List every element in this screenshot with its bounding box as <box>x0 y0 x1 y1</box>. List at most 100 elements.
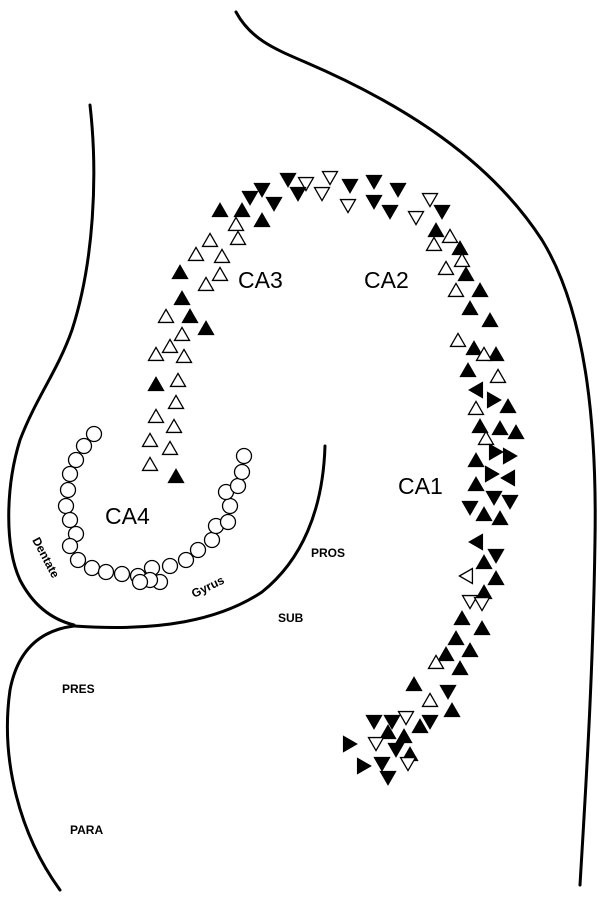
open-triangle-marker <box>161 440 179 456</box>
open-triangle-marker <box>339 198 357 214</box>
filled-triangle-marker <box>467 452 485 468</box>
filled-triangle-marker <box>365 194 383 210</box>
open-triangle-marker <box>475 346 493 362</box>
open-circle-marker <box>113 565 131 583</box>
filled-triangle-marker <box>379 724 397 740</box>
open-triangle-marker <box>147 408 165 424</box>
dentate-label: Dentate <box>29 535 62 581</box>
open-circle-marker <box>57 497 75 515</box>
filled-triangle-marker <box>289 186 307 202</box>
ca1-label: CA1 <box>398 473 443 499</box>
filled-triangle-marker <box>389 182 407 198</box>
filled-triangle-marker <box>379 770 397 786</box>
filled-triangle-marker <box>427 222 445 238</box>
open-triangle-marker <box>458 567 474 585</box>
open-triangle-marker <box>407 210 425 226</box>
filled-triangle-marker <box>471 418 489 434</box>
lower-left-boundary-curve <box>6 624 76 892</box>
filled-triangle-marker <box>233 202 251 218</box>
open-triangle-marker <box>399 756 417 772</box>
filled-triangle-marker <box>211 202 229 218</box>
filled-triangle-marker <box>421 714 439 730</box>
filled-triangle-marker <box>451 240 469 256</box>
filled-triangle-marker <box>475 506 493 522</box>
filled-triangle-marker <box>443 702 461 718</box>
filled-triangle-marker <box>501 494 519 510</box>
filled-triangle-marker <box>437 646 455 662</box>
open-triangle-marker <box>187 246 205 262</box>
open-circle-marker <box>235 447 253 465</box>
cell-markers-circles <box>57 425 253 591</box>
ca4-label: CA4 <box>105 503 150 529</box>
filled-triangle-marker <box>395 728 413 744</box>
open-circle-marker <box>61 537 79 555</box>
filled-triangle-marker <box>471 282 489 298</box>
filled-triangle-marker <box>173 290 191 306</box>
filled-triangle-marker <box>499 398 517 414</box>
open-triangle-marker <box>167 394 185 410</box>
open-triangle-marker <box>427 654 445 670</box>
filled-triangle-marker <box>373 756 391 772</box>
open-triangle-marker <box>227 216 245 232</box>
filled-triangle-marker <box>147 376 165 392</box>
open-triangle-marker <box>437 260 455 276</box>
filled-triangle-marker <box>341 178 359 194</box>
open-triangle-marker <box>447 282 465 298</box>
filled-triangle-marker <box>365 714 383 730</box>
outer-boundary-curve <box>234 10 597 887</box>
filled-triangle-marker <box>459 362 477 378</box>
dentate-gyrus-boundary-curve <box>72 444 327 629</box>
open-triangle-marker <box>449 332 467 348</box>
open-triangle-marker <box>461 594 479 610</box>
ca2-label: CA2 <box>364 267 409 293</box>
filled-triangle-marker <box>487 548 505 564</box>
gyrus-label: Gyrus <box>189 573 227 601</box>
filled-triangle-marker <box>467 476 485 492</box>
filled-triangle-marker <box>433 204 451 220</box>
filled-triangle-marker <box>171 264 189 280</box>
open-circle-marker <box>161 557 179 575</box>
open-triangle-marker <box>213 248 231 264</box>
filled-triangle-marker <box>411 718 429 734</box>
open-triangle-marker <box>201 232 219 248</box>
open-triangle-marker <box>165 418 183 434</box>
para-label: PARA <box>70 823 103 837</box>
open-circle-marker <box>177 551 195 569</box>
open-circle-marker <box>219 513 237 531</box>
filled-triangle-marker <box>507 424 525 440</box>
ca3-label: CA3 <box>238 267 283 293</box>
open-triangle-marker <box>421 692 439 708</box>
open-triangle-marker <box>473 596 491 612</box>
filled-triangle-marker <box>500 469 516 487</box>
filled-triangle-marker <box>475 554 493 570</box>
filled-triangle-marker <box>197 320 215 336</box>
filled-triangle-marker <box>468 381 484 399</box>
filled-triangle-marker <box>253 182 271 198</box>
open-triangle-marker <box>453 252 471 268</box>
filled-triangle-marker <box>451 660 469 676</box>
filled-triangle-marker <box>488 443 504 461</box>
filled-triangle-marker <box>484 465 500 483</box>
filled-triangle-marker <box>453 610 471 626</box>
open-triangle-marker <box>157 308 175 324</box>
filled-triangle-marker <box>457 266 475 282</box>
open-triangle-marker <box>297 176 315 192</box>
open-triangle-marker <box>489 368 507 384</box>
filled-triangle-marker <box>253 212 271 228</box>
filled-triangle-marker <box>365 174 383 190</box>
open-triangle-marker <box>441 228 459 244</box>
pros-label: PROS <box>311 546 345 560</box>
filled-triangle-marker <box>491 420 509 436</box>
filled-triangle-marker <box>241 190 259 206</box>
open-circle-marker <box>131 573 149 591</box>
open-triangle-marker <box>147 346 165 362</box>
filled-triangle-marker <box>461 500 479 516</box>
open-circle-marker <box>61 465 79 483</box>
filled-triangle-marker <box>487 346 505 362</box>
open-triangle-marker <box>161 338 179 354</box>
inner-left-boundary-curve <box>7 103 96 627</box>
open-circle-marker <box>221 497 239 515</box>
filled-triangle-marker <box>381 204 399 220</box>
open-triangle-marker <box>197 276 215 292</box>
filled-triangle-marker <box>167 468 185 484</box>
